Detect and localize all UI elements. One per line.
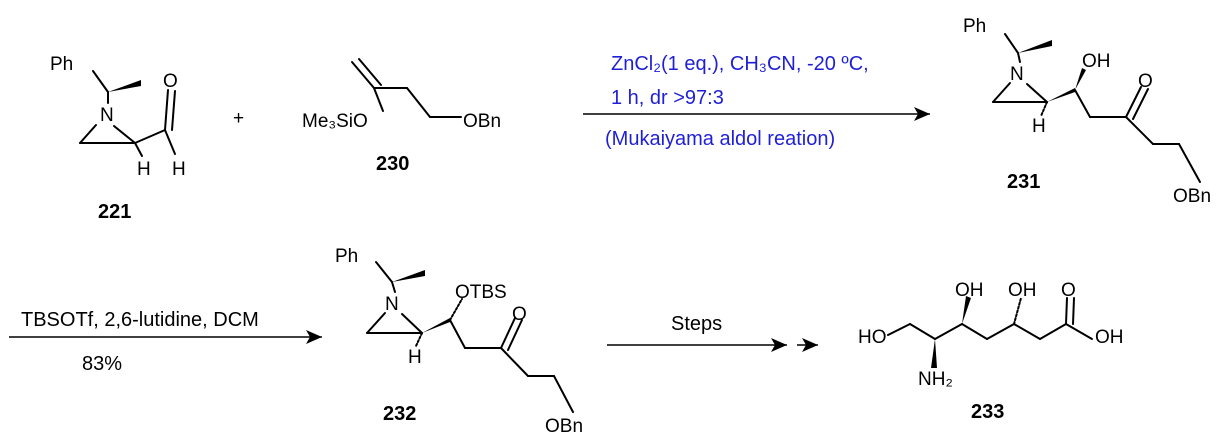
compound-233-ho-label: HO [858,327,887,348]
step3-label: Steps [671,313,722,335]
compound-230: Me₃SiO OBn 230 [302,58,501,175]
compound-231: Ph N OH O H OBn 231 [963,16,1211,207]
compound-221-ph-label: Ph [50,54,73,75]
compound-232-ph-label: Ph [335,246,358,267]
compound-230-bonds [351,58,462,118]
compound-233-bonds [887,296,1093,368]
step1-condition-line3: (Mukaiyama aldol reation) [605,128,835,150]
compound-230-obn-label: OBn [463,111,501,132]
compound-233-oh1-label: OH [955,280,984,301]
compound-221-h1-label: H [137,159,151,180]
step2-condition-line2: 83% [82,353,122,375]
compound-233-number: 233 [971,401,1004,423]
compound-233-nh2-label: NH₂ [918,369,953,390]
compound-221: Ph N O H H 221 [50,54,186,223]
step3-arrowhead-1 [771,338,787,352]
compound-232-otbs-label: OTBS [455,282,507,303]
compound-221-h2-label: H [172,159,186,180]
arrow-step-2: TBSOTf, 2,6-lutidine, DCM 83% [9,309,322,375]
compound-221-n-label: N [100,105,114,126]
compound-231-ph-label: Ph [963,16,986,37]
step1-arrowhead [914,107,930,121]
compound-232-h-label: H [408,347,422,368]
compound-233-o-label: O [1061,280,1076,301]
compound-231-bonds [992,33,1201,183]
compound-231-oh-label: OH [1082,51,1111,72]
compound-230-number: 230 [376,153,409,175]
step2-condition-line1: TBSOTf, 2,6-lutidine, DCM [21,309,259,331]
step1-condition-line1: ZnCl₂(1 eq.), CH₃CN, -20 ºC, [611,53,869,75]
compound-231-n-label: N [1010,64,1024,85]
compound-233-oh2-label: OH [1008,280,1037,301]
compound-231-h-label: H [1032,116,1046,137]
compound-232-number: 232 [383,403,416,425]
compound-232-o-label: O [512,304,527,325]
compound-231-obn-label: OBn [1173,186,1211,207]
compound-221-o-label: O [163,71,178,92]
arrow-step-1: ZnCl₂(1 eq.), CH₃CN, -20 ºC, 1 h, dr >97… [583,53,930,150]
compound-221-bonds [79,70,176,157]
step3-arrowhead-2 [802,338,818,352]
compound-232-obn-label: OBn [545,416,583,437]
compound-232-n-label: N [385,294,399,315]
compound-232: Ph N OTBS O H OBn 232 [335,246,583,437]
compound-232-bonds [366,261,574,413]
step1-condition-line2: 1 h, dr >97:3 [611,87,724,109]
plus-sign: + [233,108,244,129]
step2-arrowhead [306,330,322,344]
compound-231-number: 231 [1007,171,1040,193]
compound-221-number: 221 [98,201,131,223]
compound-231-o-label: O [1138,71,1153,92]
arrow-step-3: Steps [607,313,818,352]
compound-230-me3sio-label: Me₃SiO [302,111,368,132]
compound-233-oh3-label: OH [1095,327,1124,348]
compound-233: HO OH OH O OH NH₂ 233 [858,280,1124,423]
